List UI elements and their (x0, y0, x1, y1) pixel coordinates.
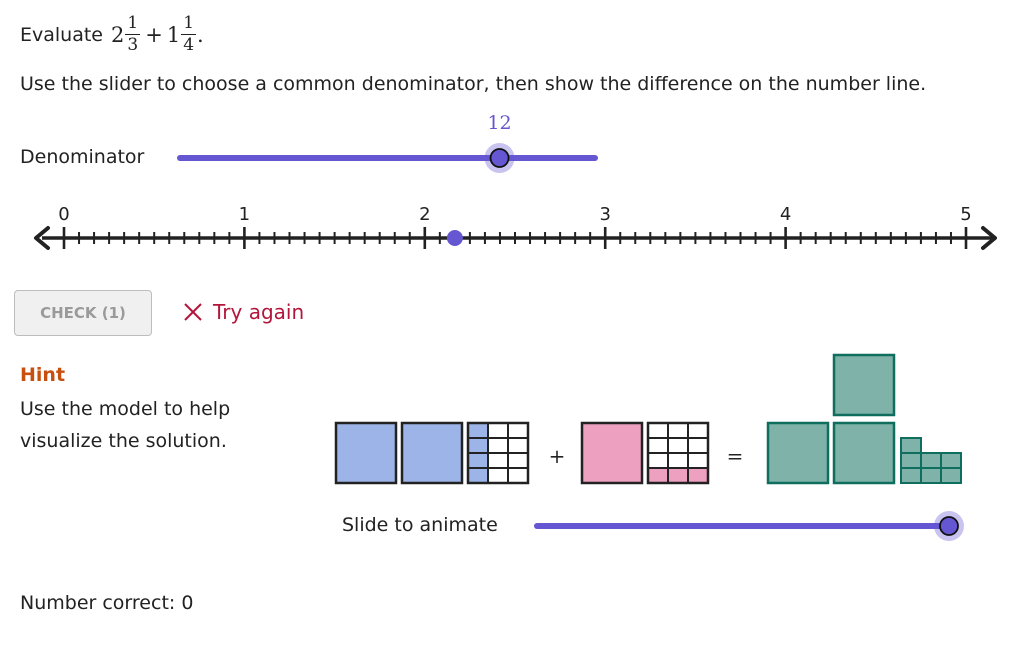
question-prefix: Evaluate (20, 23, 103, 46)
x-icon (184, 303, 202, 321)
number-line-label: 5 (960, 204, 971, 225)
number-line-label: 2 (419, 204, 430, 225)
operator-plus: + (145, 22, 163, 47)
question-suffix: . (197, 22, 204, 47)
left-arrow-icon (34, 226, 50, 250)
model-result (766, 353, 962, 485)
model-result-whole-square (766, 421, 830, 485)
hint-text: Use the model to help visualize the solu… (20, 398, 231, 452)
model-whole-square (580, 421, 644, 485)
model-first-addend (334, 421, 530, 485)
denominator-slider[interactable]: 12 (170, 108, 610, 178)
animate-slider-handle[interactable] (939, 516, 959, 536)
model-equals-sign: = (727, 444, 744, 468)
number-line-label: 1 (239, 204, 250, 225)
fraction-1-numerator: 1 (127, 13, 139, 33)
mixed-number-2-whole: 1 (166, 22, 181, 47)
model-whole-square (334, 421, 398, 485)
animate-slider-label: Slide to animate (342, 514, 498, 536)
question: Evaluate 2 1 3 + 1 1 4 . (20, 15, 204, 54)
model-whole-square (400, 421, 464, 485)
model-one-fourth-grid (646, 421, 710, 485)
denominator-value: 12 (487, 112, 511, 134)
model-second-addend (580, 421, 710, 485)
number-line-label: 4 (780, 204, 791, 225)
denominator-label: Denominator (20, 146, 145, 168)
fraction-2: 1 4 (181, 13, 197, 55)
fraction-1-denominator: 3 (125, 34, 141, 55)
fraction-2-denominator: 4 (181, 34, 197, 55)
number-line-label: 3 (599, 204, 610, 225)
model-result-pieces (900, 437, 962, 484)
model-plus-sign: + (549, 444, 566, 468)
fraction-2-numerator: 1 (183, 13, 195, 33)
model-one-third-grid (466, 421, 530, 485)
number-line[interactable]: 0 1 2 3 4 5 (0, 196, 1032, 266)
number-line-point[interactable] (446, 230, 463, 246)
feedback-message: Try again (182, 300, 304, 324)
instruction-text: Use the slider to choose a common denomi… (20, 73, 927, 95)
animate-slider[interactable] (525, 505, 985, 549)
mixed-number-1-whole: 2 (111, 22, 125, 47)
check-button[interactable]: CHECK (1) (14, 290, 152, 336)
hint-title: Hint (20, 364, 66, 386)
fraction-area-model: + = (334, 353, 962, 485)
number-line-labels: 0 1 2 3 4 5 (58, 204, 971, 225)
score-text: Number correct: 0 (20, 592, 194, 614)
model-result-whole-square (832, 421, 896, 485)
fraction-1: 1 3 (125, 13, 141, 55)
number-line-label: 0 (58, 204, 69, 225)
denominator-slider-handle[interactable] (489, 148, 510, 168)
right-arrow-icon (981, 226, 997, 250)
model-result-whole-square (832, 353, 896, 417)
feedback-text: Try again (213, 300, 305, 324)
